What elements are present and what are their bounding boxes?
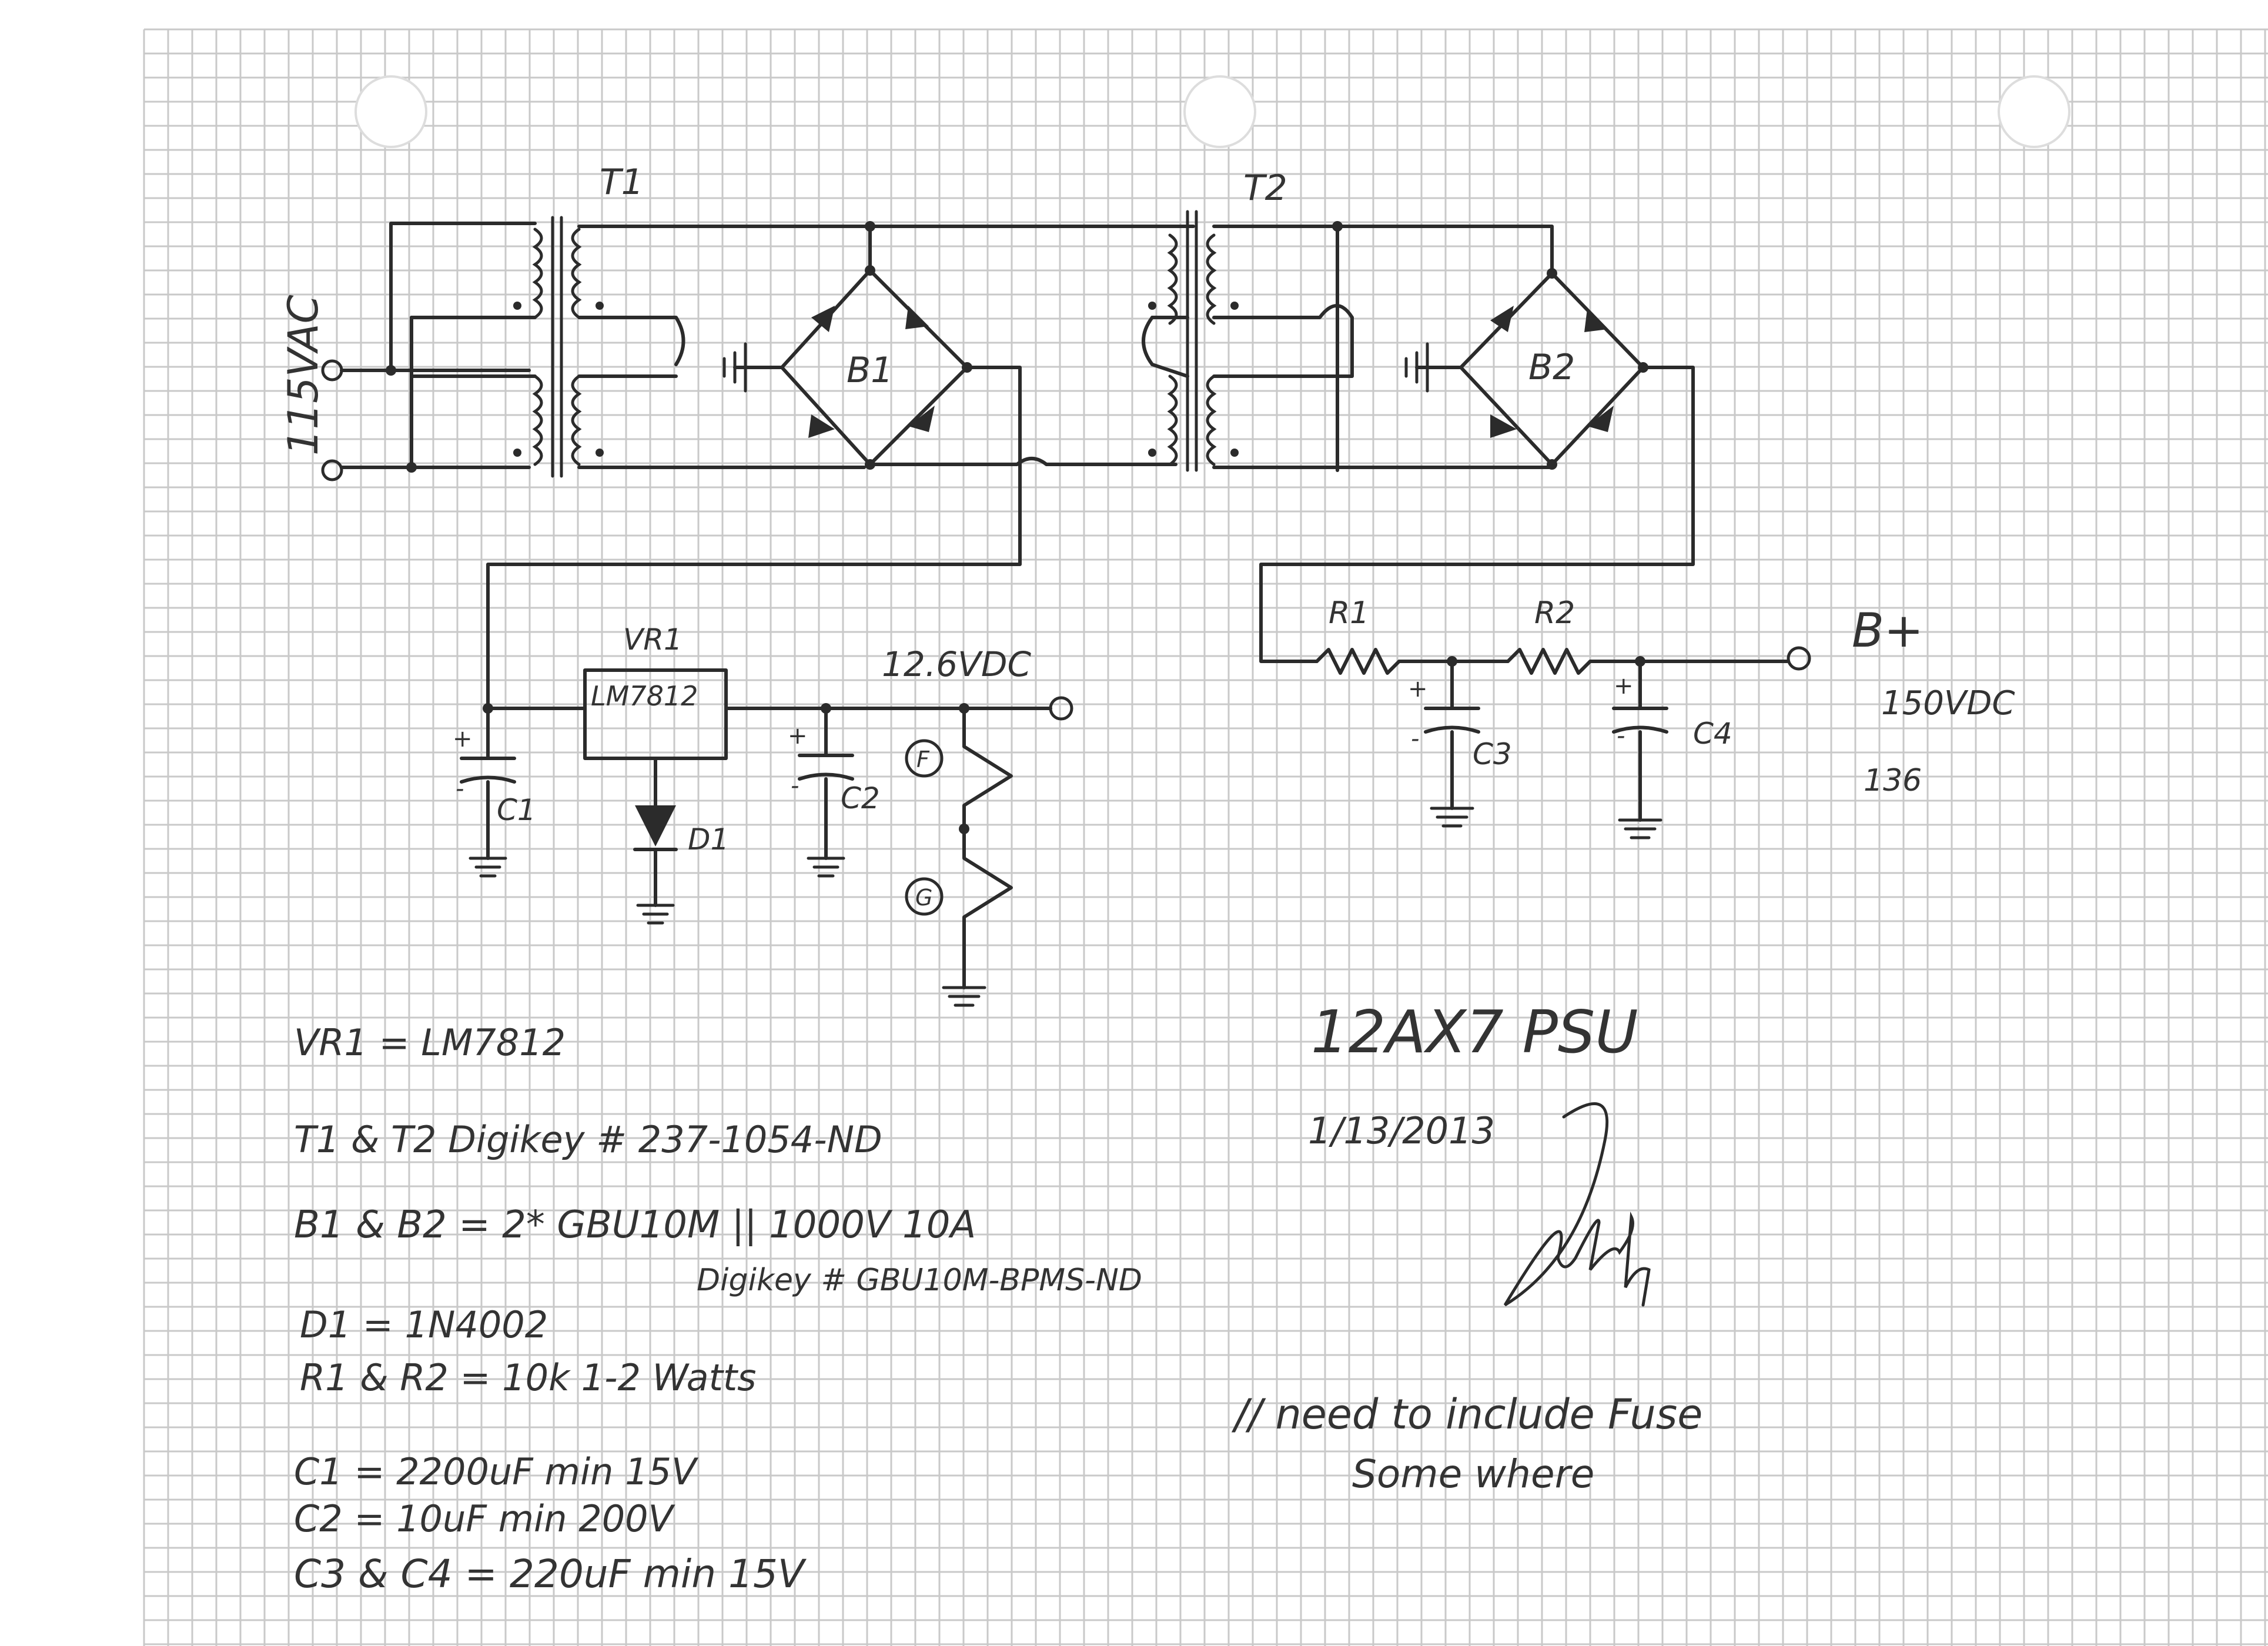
bom-line: C1 = 2200uF min 15V <box>294 1450 699 1493</box>
signature <box>1503 1102 1651 1307</box>
hv-output-wiring <box>1259 366 1811 675</box>
label-t2: T2 <box>1243 168 1287 209</box>
t1-t2-interconnect <box>868 225 1195 378</box>
todo-note: // need to include Fuse Some where <box>1231 1390 1702 1497</box>
bom-line: B1 & B2 = 2* GBU10M || 1000V 10A <box>294 1203 976 1247</box>
label-d1: D1 <box>688 822 729 857</box>
graph-grid <box>143 28 2268 1646</box>
label-c1: C1 <box>497 793 536 827</box>
label-vr1-part: LM7812 <box>591 680 698 712</box>
todo-note-line2: Some where <box>1352 1451 1594 1497</box>
svg-text:+: + <box>1614 673 1634 700</box>
bridge-rectifier-b2 <box>1404 268 1648 470</box>
label-b2: B2 <box>1528 347 1575 388</box>
drawing-date: 1/13/2013 <box>1308 1109 1495 1152</box>
label-ac-input: 115VAC <box>279 295 327 456</box>
svg-text:+: + <box>788 722 808 750</box>
page-title: 12AX7 PSU <box>1311 998 1638 1066</box>
schematic-labels: T1 T2 B1 B2 115VAC VR1 LM7812 12.6VDC D1… <box>279 162 2015 911</box>
label-bplus-volts: 150VDC <box>1881 684 2015 722</box>
svg-text:-: - <box>456 775 464 802</box>
t2-secondary-wiring <box>1212 221 1554 472</box>
svg-text:-: - <box>1617 722 1625 750</box>
label-heater-g: G <box>915 885 932 911</box>
binder-holes <box>354 75 2070 148</box>
label-bplus: B+ <box>1852 603 1924 658</box>
label-c2: C2 <box>841 781 880 815</box>
bom-line: R1 & R2 = 10k 1-2 Watts <box>300 1356 756 1399</box>
label-r1: R1 <box>1329 595 1369 631</box>
bom-line: Digikey # GBU10M-BPMS-ND <box>697 1263 1142 1298</box>
bom-line: T1 & T2 Digikey # 237-1054-ND <box>294 1118 882 1161</box>
regulator-section: + - + - + - + - <box>453 668 1634 1007</box>
transformer-t2 <box>1148 210 1239 472</box>
svg-text:+: + <box>453 725 473 752</box>
capacitors-c3-c4 <box>1424 660 1668 839</box>
b1-output-wiring <box>486 366 1178 710</box>
bom-line: C3 & C4 = 220uF min 15V <box>294 1551 807 1597</box>
label-note-136: 136 <box>1864 763 1922 798</box>
bom-notes: VR1 = LM7812 T1 & T2 Digikey # 237-1054-… <box>294 1021 1142 1597</box>
label-r2: R2 <box>1534 595 1575 631</box>
title-block: 12AX7 PSU 1/13/2013 <box>1308 998 1638 1152</box>
label-c3: C3 <box>1473 737 1512 771</box>
label-c4: C4 <box>1693 717 1732 751</box>
label-b1: B1 <box>847 350 893 391</box>
svg-text:-: - <box>1411 725 1419 752</box>
ac-input-wiring <box>321 222 537 481</box>
transformer-t1 <box>513 216 604 478</box>
label-t1: T1 <box>600 162 644 203</box>
bom-line: C2 = 10uF min 200V <box>294 1497 676 1540</box>
label-heater-f: F <box>916 747 930 772</box>
bom-line: VR1 = LM7812 <box>294 1021 566 1064</box>
todo-note-line1: // need to include Fuse <box>1231 1390 1702 1438</box>
bom-line: D1 = 1N4002 <box>300 1303 548 1346</box>
label-vr1: VR1 <box>623 623 683 657</box>
label-12v-output: 12.6VDC <box>882 644 1031 684</box>
svg-text:+: + <box>1408 675 1428 702</box>
svg-text:-: - <box>791 772 799 799</box>
